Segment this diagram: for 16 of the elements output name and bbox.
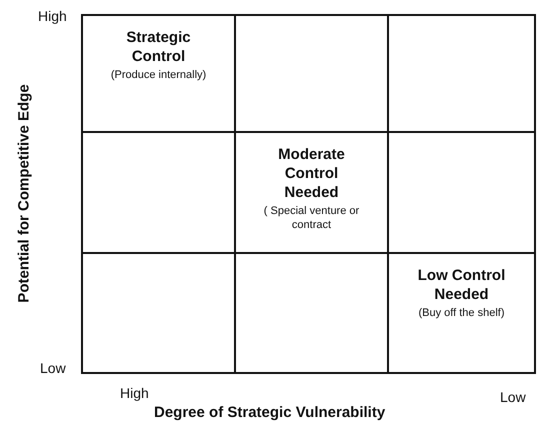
cell-note: (Produce internally) [110,68,206,82]
cell-note: ( Special venture or contract [262,204,360,232]
matrix-cell [81,14,236,133]
axis-title: Degree of Strategic Vulnerability [154,404,386,421]
matrix-cell [81,252,236,374]
cell-heading: Strategic Control [125,28,192,66]
axis-tick-label: Low [500,389,526,405]
matrix-cell [387,252,536,374]
axis-title: Potential for Competitive Edge [16,83,32,305]
cell-heading: Moderate Control Needed [277,145,346,202]
cell-heading: Low Control Needed [417,266,506,304]
matrix-cell [387,14,536,133]
axis-tick-label: Low [40,360,66,376]
cell-note: (Buy off the shelf) [418,306,504,320]
axis-tick-label: High [120,385,149,401]
axis-tick-label: High [38,8,67,24]
